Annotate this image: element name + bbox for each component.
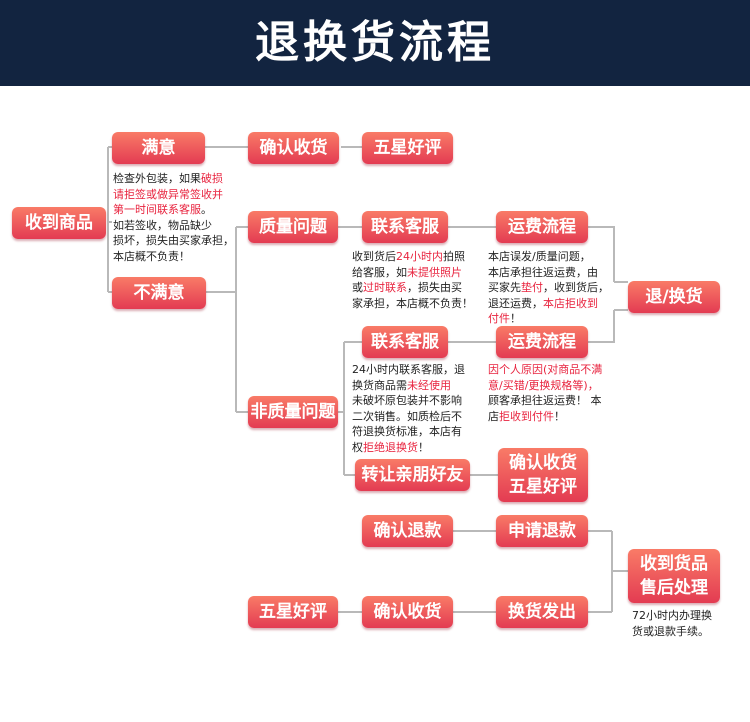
- header-banner: [0, 0, 750, 86]
- non-quality-issue-node: 非质量问题: [248, 396, 338, 428]
- page-title: 退换货流程: [255, 17, 495, 68]
- confirm-refund-node: 确认退款: [362, 515, 453, 547]
- inspect-package-note: 检查外包装，如果破损 请拒签或做异常签收并 第一时间联系客服。 如若签收，物品缺…: [113, 172, 234, 263]
- confirm-and-review-node: 确认收货 五星好评: [498, 448, 588, 502]
- quality-contact-note: 收到货后24小时内拍照 给客服，如未提供照片 或过时联系，损失由买 家承担，本店…: [352, 250, 473, 310]
- contact-customer-service-node-2: 联系客服: [362, 326, 448, 358]
- five-star-review-node: 五星好评: [362, 132, 453, 164]
- shipping-fee-flow-node: 运费流程: [496, 211, 588, 243]
- received-goods-node: 收到商品: [12, 207, 106, 239]
- exchange-shipped-node: 换货发出: [496, 596, 588, 628]
- after-sales-note: 72小时内办理换 货或退款手续。: [632, 609, 712, 638]
- satisfied-node: 满意: [112, 132, 205, 164]
- transfer-to-friends-node: 转让亲朋好友: [355, 459, 470, 491]
- unsatisfied-node: 不满意: [112, 277, 206, 309]
- non-quality-contact-note: 24小时内联系客服，退 换货商品需未经使用 未破坏原包装并不影响 二次销售。如质…: [352, 363, 465, 454]
- return-exchange-node: 退/换货: [628, 281, 720, 313]
- quality-issue-node: 质量问题: [248, 211, 338, 243]
- contact-customer-service-node: 联系客服: [362, 211, 448, 243]
- shipping-fee-flow-node-2: 运费流程: [496, 326, 588, 358]
- non-quality-shipping-note: 因个人原因(对商品不满 意/买错/更换规格等)， 顾客承担往返运费！ 本 店拒收…: [488, 363, 603, 423]
- confirm-receipt-node-2: 确认收货: [362, 596, 453, 628]
- apply-refund-node: 申请退款: [496, 515, 588, 547]
- confirm-receipt-node: 确认收货: [248, 132, 339, 164]
- after-sales-processing-node: 收到货品 售后处理: [628, 549, 720, 603]
- five-star-review-node-2: 五星好评: [248, 596, 338, 628]
- quality-shipping-note: 本店误发/质量问题， 本店承担往返运费，由 买家先垫付，收到货后， 退还运费，本…: [488, 250, 609, 325]
